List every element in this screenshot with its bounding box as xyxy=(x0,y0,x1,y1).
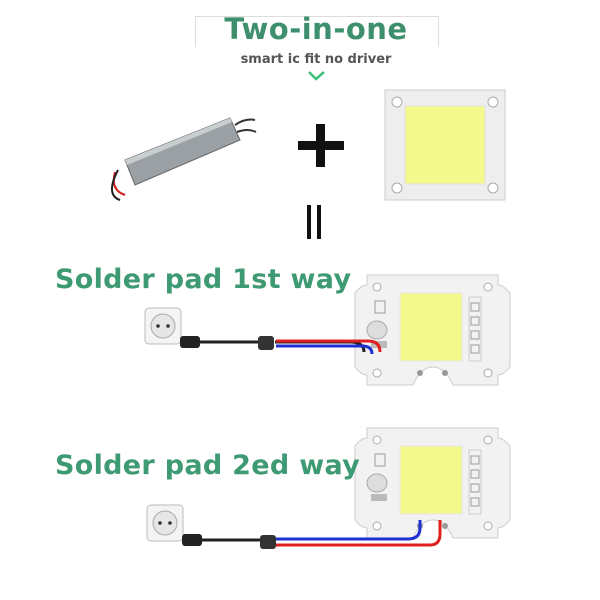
page-title: Two-in-one xyxy=(224,12,408,46)
way-2-label: Solder pad 2ed way xyxy=(55,450,361,481)
equals-icon xyxy=(307,205,321,239)
chevron-down-icon xyxy=(308,71,325,81)
cob-led-image xyxy=(384,89,506,201)
wiring-diagram-2 xyxy=(146,427,511,549)
plus-icon xyxy=(298,124,344,167)
title-frame xyxy=(195,16,439,47)
wiring-diagram-1 xyxy=(144,274,511,386)
way-1-label: Solder pad 1st way xyxy=(55,264,352,295)
led-driver-image xyxy=(111,117,257,201)
subtitle: smart ic fit no driver xyxy=(240,52,392,67)
